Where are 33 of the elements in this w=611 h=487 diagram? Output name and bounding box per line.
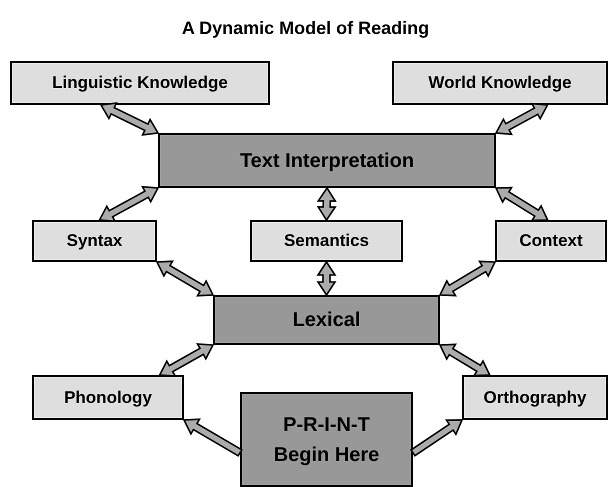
- box-label: World Knowledge: [428, 72, 572, 94]
- box-label: Context: [519, 230, 583, 252]
- double-arrow: [410, 419, 464, 457]
- box-label: Linguistic Knowledge: [52, 72, 228, 94]
- concept-box: [392, 61, 608, 105]
- concept-box: [495, 220, 607, 262]
- concept-box: [32, 375, 184, 420]
- process-box: [158, 133, 496, 188]
- double-arrow: [494, 186, 549, 222]
- box-label: Orthography: [484, 386, 586, 409]
- concept-box: [462, 375, 608, 420]
- double-arrow: [98, 186, 160, 222]
- box-label: Text Interpretation: [240, 148, 414, 174]
- double-arrow: [182, 418, 243, 457]
- diagram-title: A Dynamic Model of Reading: [180, 18, 430, 39]
- double-arrow: [438, 260, 496, 296]
- double-arrow: [100, 102, 160, 136]
- box-label: Lexical: [292, 308, 360, 333]
- concept-box: [10, 61, 270, 105]
- double-arrow: [316, 186, 337, 222]
- double-arrow: [156, 260, 214, 297]
- box-label: P-R-I-N-T Begin Here: [272, 412, 380, 468]
- process-box: [213, 295, 440, 345]
- box-label: Syntax: [66, 230, 122, 252]
- concept-box: [32, 220, 157, 262]
- double-arrow: [494, 102, 549, 136]
- double-arrow: [438, 344, 491, 376]
- box-label: Phonology: [64, 386, 152, 409]
- double-arrow: [158, 343, 214, 377]
- box-label: Semantics: [284, 230, 370, 252]
- double-arrow: [316, 260, 336, 296]
- concept-box: [250, 220, 403, 262]
- process-box: [240, 392, 413, 487]
